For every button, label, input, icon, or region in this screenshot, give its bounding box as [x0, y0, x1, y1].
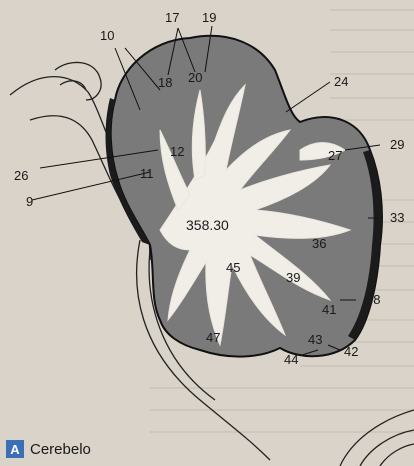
label-20: 20	[188, 70, 202, 85]
label-36: 36	[312, 236, 326, 251]
label-33: 33	[390, 210, 404, 225]
label-42: 42	[344, 344, 358, 359]
label-41: 41	[322, 302, 336, 317]
label-47: 47	[206, 330, 220, 345]
label-24: 24	[334, 74, 348, 89]
figure-caption: A Cerebelo	[6, 440, 91, 458]
label-10: 10	[100, 28, 114, 43]
label-11: 11	[140, 166, 154, 181]
label-19: 19	[202, 10, 216, 25]
label-12: 12	[170, 144, 184, 159]
label-358-30: 358.30	[186, 217, 229, 233]
label-38: 38	[366, 292, 380, 307]
label-29: 29	[390, 137, 404, 152]
label-27: 27	[328, 148, 342, 163]
label-44: 44	[284, 352, 298, 367]
label-26: 26	[14, 168, 28, 183]
caption-letter: A	[6, 440, 24, 458]
label-9: 9	[26, 194, 33, 209]
label-45: 45	[226, 260, 240, 275]
label-43: 43	[308, 332, 322, 347]
label-18: 18	[158, 75, 172, 90]
label-17: 17	[165, 10, 179, 25]
caption-title: Cerebelo	[30, 441, 91, 458]
label-39: 39	[286, 270, 300, 285]
